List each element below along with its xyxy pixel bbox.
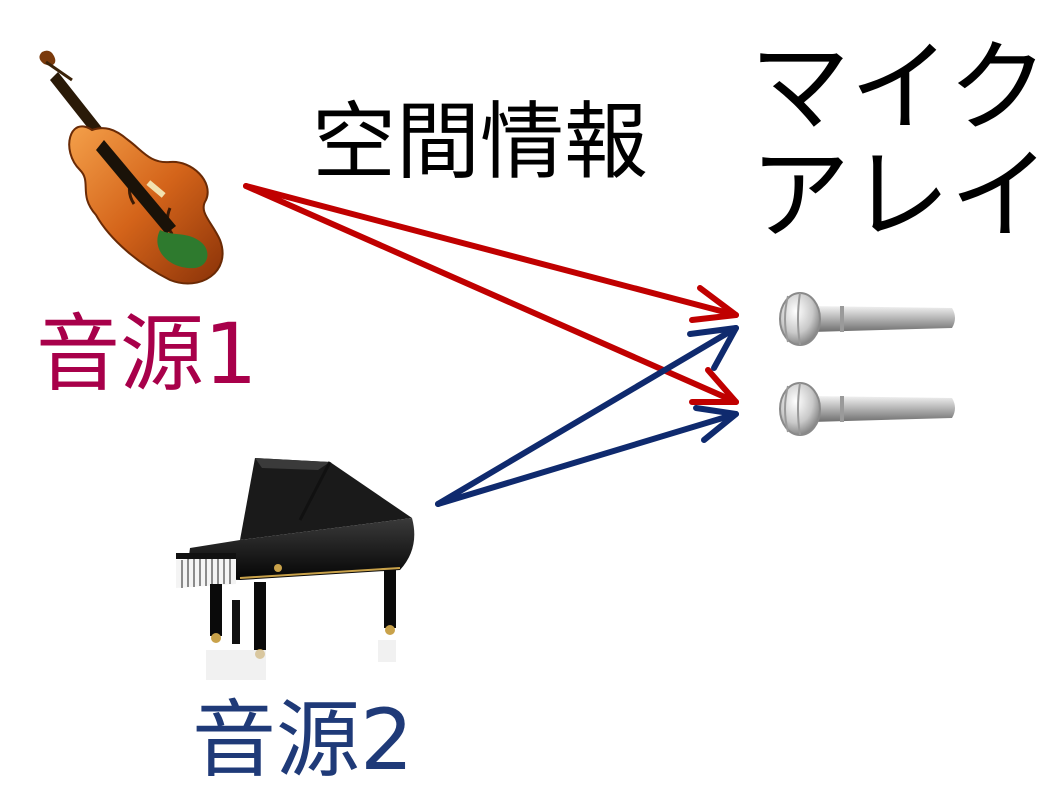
source1-label: 音源1 [36,305,258,403]
microphone-bottom-icon [779,382,955,436]
mic-array-label-line1: マイク [750,29,1048,146]
mic-array-label-line2: アレイ [750,137,1050,254]
grand-piano-icon [176,458,415,680]
mic-array-label: マイク アレイ [750,34,1050,250]
source2-label: 音源2 [192,691,414,789]
arrow-source2-to-mic2 [435,411,739,507]
violin-icon [39,50,224,285]
arrow-source1-to-mic2 [243,183,739,405]
microphone-top-icon [779,292,955,346]
arrowhead-source1-mic1 [689,285,739,323]
arrowhead-source2-mic2 [693,405,739,443]
arrowhead-source1-mic2 [689,367,739,405]
arrow-source2-to-mic1 [435,325,739,507]
arrowhead-source2-mic1 [687,325,739,371]
spatial-info-label: 空間情報 [312,93,649,191]
source2-arrows [435,325,739,507]
arrow-source1-to-mic1 [243,183,739,318]
source1-arrows [243,183,739,405]
